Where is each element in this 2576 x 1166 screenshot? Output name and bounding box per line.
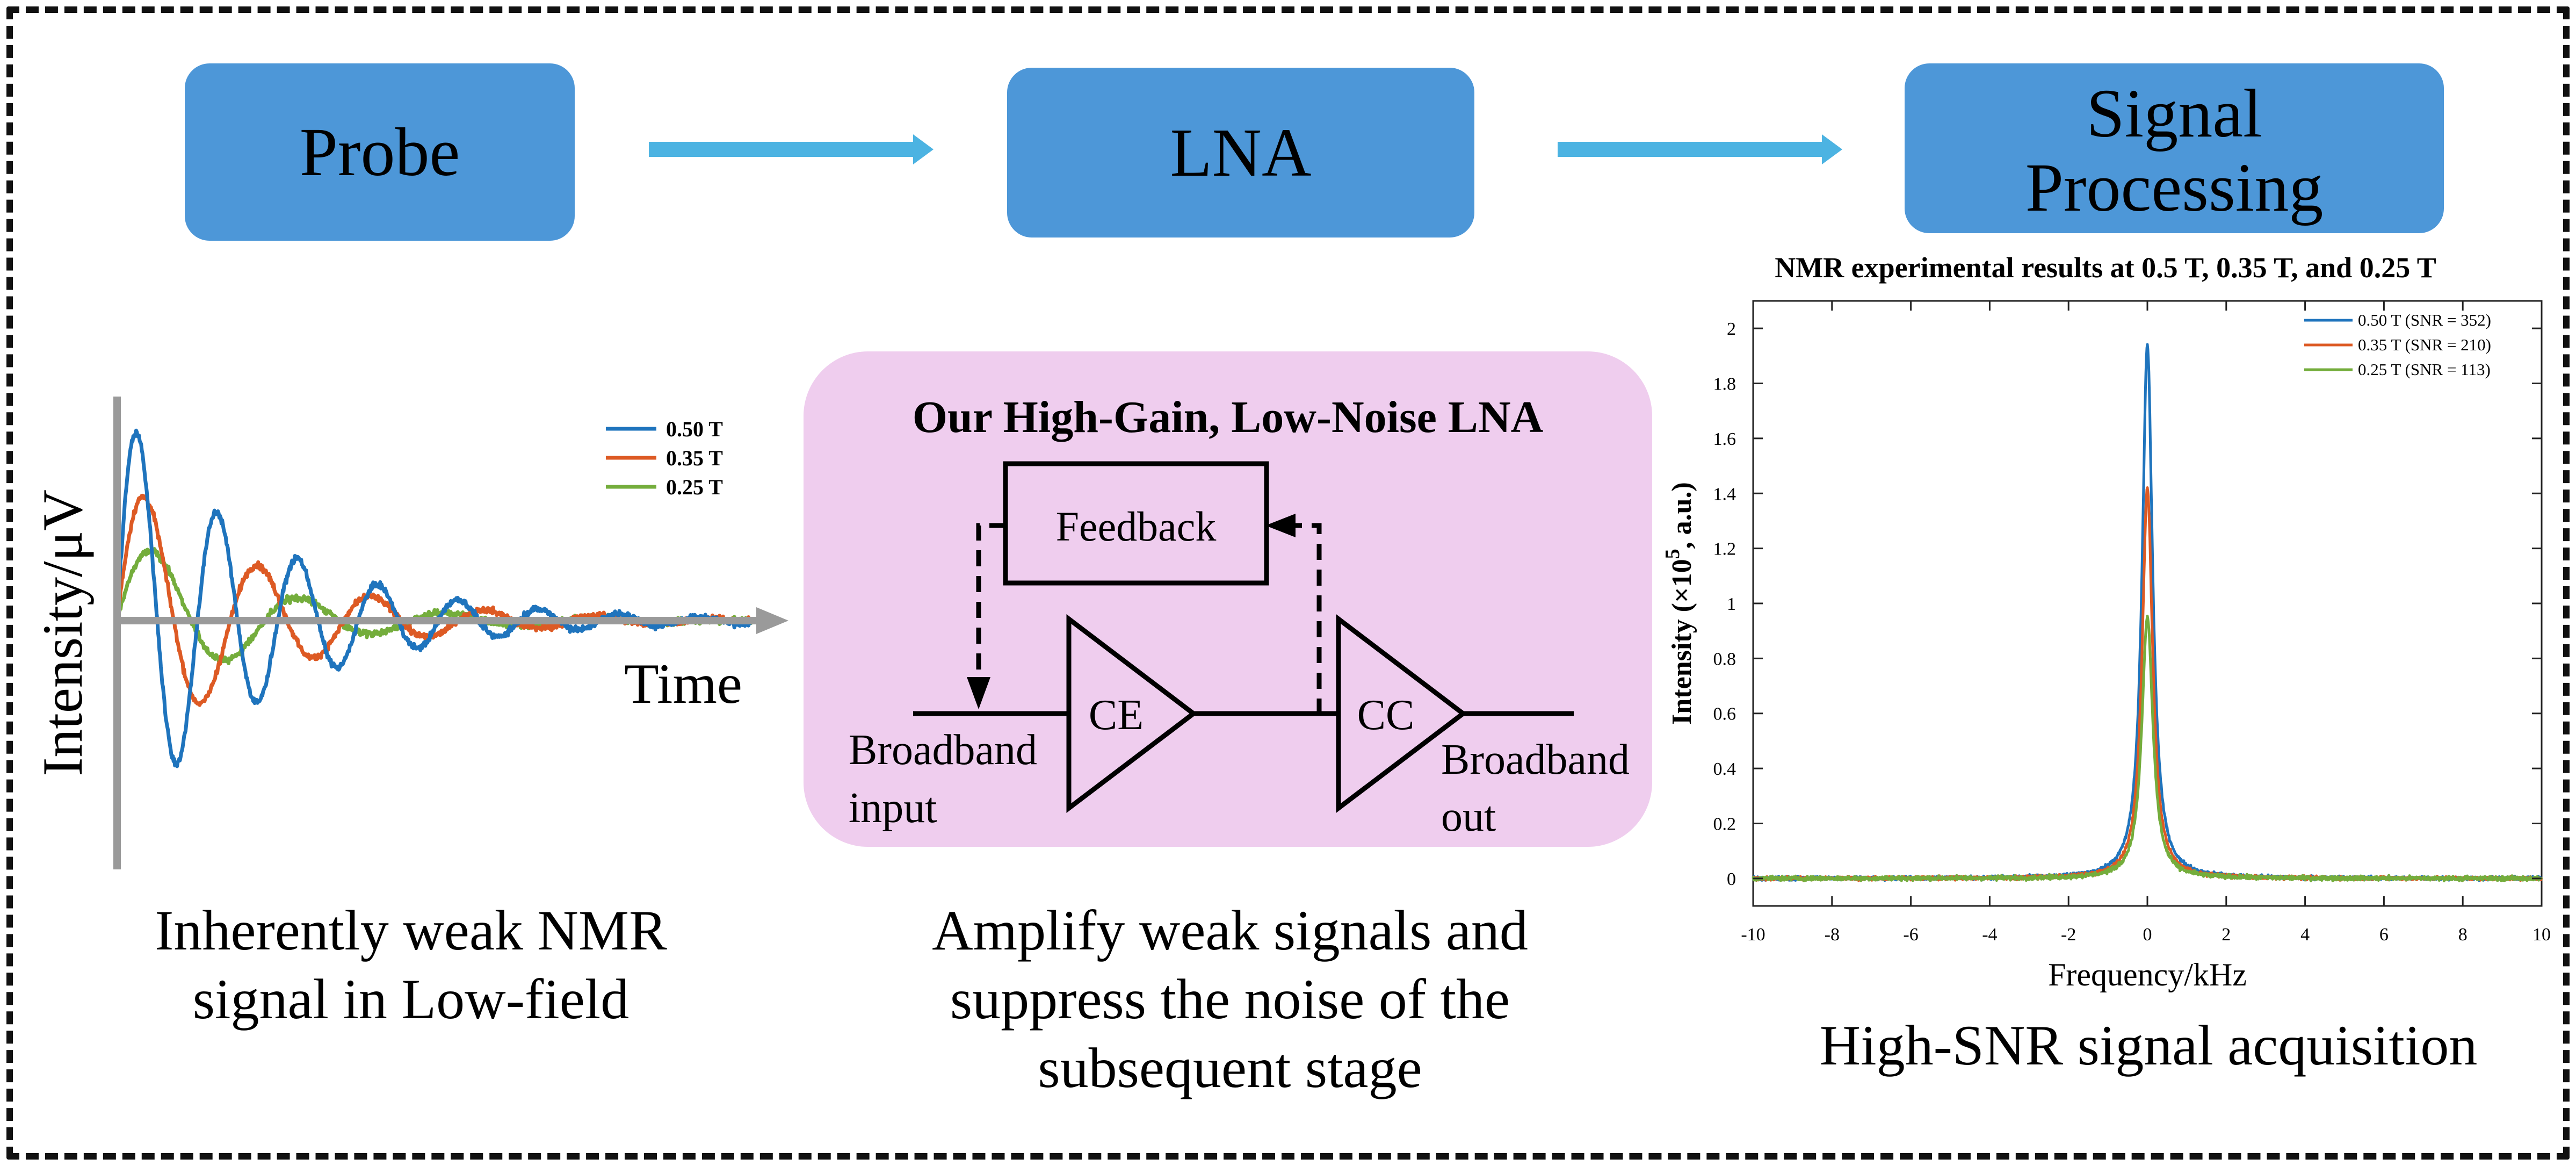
- middle-caption: Amplify weak signals and suppress the no…: [838, 896, 1622, 1103]
- spectrum-y-tick-label: 1: [1727, 594, 1736, 614]
- left-caption-line1: Inherently weak NMR: [155, 899, 667, 962]
- lna-panel-background: [804, 351, 1652, 847]
- left-caption-line2: signal in Low-field: [192, 968, 629, 1031]
- feedback-arrowhead-left: [1265, 514, 1296, 537]
- spectrum-series-line: [1752, 615, 2543, 883]
- fid-legend: 0.50 T 0.35 T 0.25 T: [606, 417, 723, 499]
- spectrum-y-label-exponent: 5: [1661, 549, 1684, 559]
- spectrum-title: NMR experimental results at 0.5 T, 0.35 …: [1775, 251, 2436, 284]
- spectrum-ticks: -10 -8 -6 -4 -2 0 2 4 6 8 10 0 0.2 0.4 0.6 0.8 1 1.2 1.4 1.…: [1713, 301, 2551, 945]
- fid-legend-label: 0.35 T: [666, 446, 723, 470]
- spectrum-x-tick-label: -8: [1825, 925, 1840, 945]
- input-label-line1: Broadband: [849, 726, 1037, 774]
- feedback-path-right: [1292, 523, 1322, 715]
- cc-label: CC: [1357, 692, 1415, 739]
- middle-caption-line3: subsequent stage: [1038, 1037, 1422, 1099]
- spectrum-x-axis-label: Frequency/kHz: [2048, 957, 2247, 992]
- probe-label: Probe: [299, 114, 460, 190]
- spectrum-series-line: [1752, 486, 2543, 882]
- spectrum-y-tick-label: 0.6: [1713, 704, 1736, 724]
- arrow-probe-to-lna: [649, 134, 934, 164]
- spectrum-x-tick-label: -4: [1982, 925, 1997, 945]
- spectrum-x-tick-label: 10: [2532, 925, 2551, 945]
- output-label-line1: Broadband: [1441, 736, 1630, 783]
- feedback-path-left: [976, 523, 1005, 680]
- spectrum-y-label-part2: ×10: [1667, 559, 1697, 603]
- spectrum-x-tick-label: -10: [1741, 925, 1765, 945]
- spectrum-x-tick-label: 0: [2143, 925, 2152, 945]
- spectrum-x-tick-label: 4: [2300, 925, 2310, 945]
- spectrum-x-tick-label: 8: [2458, 925, 2468, 945]
- fid-x-axis-arrowhead: [756, 607, 788, 634]
- feedback-arrowhead-down: [967, 677, 990, 709]
- fid-legend-label: 0.50 T: [666, 417, 723, 441]
- middle-caption-line2: suppress the noise of the: [950, 968, 1510, 1031]
- right-caption-text: High-SNR signal acquisition: [1819, 1014, 2478, 1077]
- spectrum-legend-label: 0.50 T (SNR = 352): [2358, 311, 2491, 329]
- spectrum-y-tick-label: 0.2: [1713, 814, 1736, 834]
- fid-x-axis-label: Time: [624, 652, 742, 715]
- input-label-line2: input: [849, 784, 937, 832]
- spectrum-y-label-part3: , a.u.): [1667, 482, 1697, 549]
- spectrum-y-tick-label: 0.4: [1713, 759, 1736, 779]
- spectrum-y-tick-label: 1.2: [1713, 539, 1736, 559]
- spectrum-legend: 0.50 T (SNR = 352) 0.35 T (SNR = 210) 0.25…: [2304, 311, 2491, 379]
- right-caption: High-SNR signal acquisition: [1740, 1011, 2557, 1080]
- cc-amplifier: [1336, 614, 1467, 814]
- fid-legend-label: 0.25 T: [666, 475, 723, 499]
- spectrum-axes-box: [1752, 300, 2543, 907]
- ce-label: CE: [1089, 692, 1144, 739]
- signal-processing-block: Signal Processing: [1905, 63, 2444, 233]
- spectrum-legend-label: 0.25 T (SNR = 113): [2358, 360, 2491, 379]
- lna-panel-title: Our High-Gain, Low-Noise LNA: [913, 392, 1544, 442]
- spectrum-series-layer: [1752, 343, 2543, 883]
- signal-processing-label-line1: Signal: [2086, 75, 2262, 152]
- output-label-line2: out: [1441, 793, 1496, 840]
- spectrum-y-tick-label: 2: [1727, 319, 1736, 339]
- spectrum-y-tick-label: 1.8: [1713, 375, 1736, 394]
- spectrum-y-tick-label: 0: [1727, 869, 1736, 889]
- ce-amplifier: [1066, 614, 1198, 814]
- lna-block: LNA: [1007, 68, 1474, 237]
- signal-processing-label-line2: Processing: [2025, 149, 2324, 226]
- spectrum-x-tick-label: 6: [2379, 925, 2389, 945]
- spectrum-x-tick-label: -6: [1903, 925, 1918, 945]
- fid-y-axis-label: Intensity/μV: [31, 490, 94, 776]
- spectrum-x-tick-label: 2: [2222, 925, 2231, 945]
- left-caption: Inherently weak NMR signal in Low-field: [43, 896, 779, 1034]
- dashed-frame: [6, 6, 2570, 1160]
- arrow-lna-to-processing: [1558, 134, 1842, 164]
- spectrum-y-tick-label: 1.4: [1713, 484, 1736, 504]
- middle-caption-line1: Amplify weak signals and: [932, 899, 1528, 962]
- spectrum-y-tick-label: 0.8: [1713, 649, 1736, 669]
- lna-label: LNA: [1170, 114, 1312, 191]
- spectrum-series-line: [1752, 343, 2543, 882]
- spectrum-x-tick-label: -2: [2061, 925, 2076, 945]
- spectrum-y-axis-label: Intensity (×105, a.u.): [1661, 482, 1697, 725]
- spectrum-y-tick-label: 1.6: [1713, 429, 1736, 449]
- spectrum-legend-label: 0.35 T (SNR = 210): [2358, 335, 2491, 354]
- spectrum-y-label-part1: Intensity (: [1667, 603, 1697, 725]
- probe-block: Probe: [185, 63, 575, 241]
- feedback-label: Feedback: [1056, 503, 1217, 550]
